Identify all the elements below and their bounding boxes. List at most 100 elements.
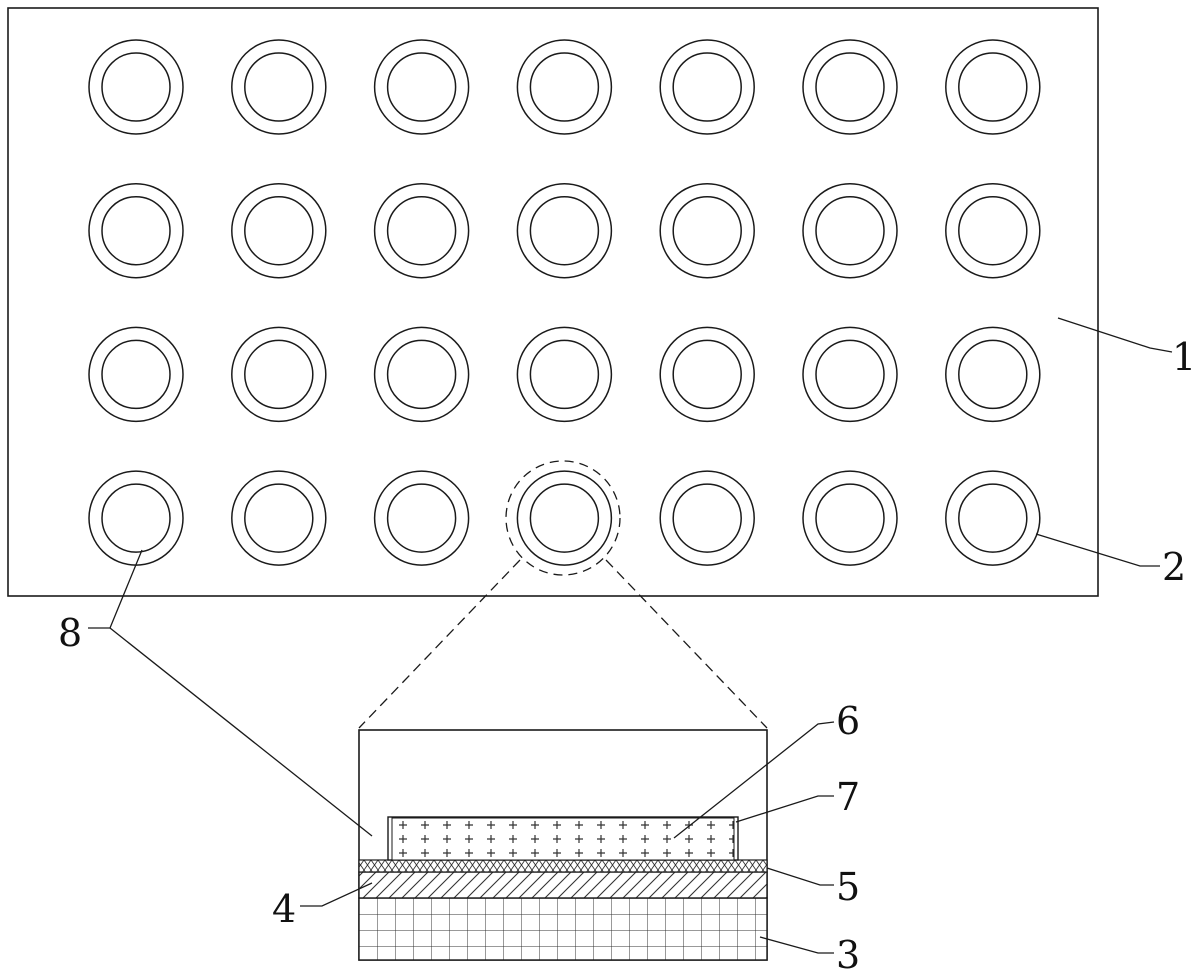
ring-2-3	[373, 182, 470, 279]
leader-lines	[88, 317, 1173, 954]
hatched-layer-4	[358, 871, 768, 899]
label-5: 5	[836, 865, 860, 909]
ring-outer-circle	[516, 470, 613, 566]
ring-outer-circle	[373, 39, 470, 135]
ring-1-7	[945, 39, 1041, 135]
ring-4-6	[802, 470, 898, 566]
ring-outer-circle	[231, 39, 327, 135]
label-3: 3	[836, 933, 860, 977]
ring-outer-circle	[802, 39, 898, 135]
ring-1-5	[659, 39, 755, 135]
substrate-layer-3	[358, 897, 768, 961]
ring-outer-circle	[659, 326, 755, 423]
ring-inner-circle	[672, 483, 742, 553]
ring-outer-circle	[373, 326, 470, 423]
ring-inner-circle	[101, 52, 171, 122]
ring-outer-circle	[516, 326, 613, 423]
leader-line-3	[759, 936, 834, 954]
detail-cross-section	[358, 729, 768, 961]
ring-2-2	[231, 182, 327, 279]
ring-inner-circle	[101, 339, 171, 410]
ring-inner-circle	[815, 52, 885, 122]
ring-outer-circle	[945, 326, 1041, 423]
ring-inner-circle	[386, 195, 457, 266]
ring-inner-circle	[244, 52, 314, 122]
ring-inner-circle	[672, 195, 742, 266]
leader-line-8-b	[109, 627, 373, 837]
ring-outer-circle	[945, 39, 1041, 135]
ring-outer-circle	[231, 182, 327, 279]
ring-grid	[88, 39, 1041, 566]
leader-line-6	[673, 721, 835, 839]
ring-3-4	[516, 326, 613, 423]
ring-outer-circle	[373, 182, 470, 279]
label-6: 6	[836, 699, 860, 743]
ring-outer-circle	[516, 182, 613, 279]
ring-inner-circle	[244, 339, 314, 410]
panel-outline	[7, 7, 1099, 597]
ring-inner-circle	[529, 339, 600, 410]
ring-4-3	[373, 470, 470, 566]
ring-outer-circle	[231, 470, 327, 566]
label-7: 7	[836, 775, 860, 819]
ring-4-7	[945, 470, 1041, 566]
ring-outer-circle	[88, 470, 184, 566]
ring-inner-circle	[244, 195, 314, 266]
label-2: 2	[1162, 545, 1186, 589]
ring-2-1	[88, 182, 184, 279]
ring-inner-circle	[529, 483, 600, 553]
ring-4-5	[659, 470, 755, 566]
label-8: 8	[58, 611, 82, 655]
ring-outer-circle	[802, 182, 898, 279]
ring-inner-circle	[529, 195, 600, 266]
ring-1-2	[231, 39, 327, 135]
projection-line-left	[358, 559, 521, 729]
detail-highlight-circle	[505, 460, 621, 576]
ring-outer-circle	[659, 470, 755, 566]
ring-2-4	[516, 182, 613, 279]
leader-line-1	[1057, 317, 1173, 353]
leader-line-4	[300, 882, 373, 907]
ring-1-3	[373, 39, 470, 135]
ring-outer-circle	[945, 470, 1041, 566]
ring-outer-circle	[88, 182, 184, 279]
leader-line-5	[766, 867, 834, 886]
ring-3-3	[373, 326, 470, 423]
ring-inner-circle	[815, 195, 885, 266]
leader-line-8-a	[88, 549, 143, 629]
ring-outer-circle	[231, 326, 327, 423]
ring-inner-circle	[529, 52, 600, 122]
ring-2-5	[659, 182, 755, 279]
ring-1-6	[802, 39, 898, 135]
ring-3-6	[802, 326, 898, 423]
ring-4-1	[88, 470, 184, 566]
ring-inner-circle	[101, 195, 171, 266]
ring-outer-circle	[88, 326, 184, 423]
ring-3-5	[659, 326, 755, 423]
ring-outer-circle	[802, 326, 898, 423]
ring-inner-circle	[958, 339, 1028, 410]
ring-inner-circle	[386, 52, 457, 122]
label-4: 4	[272, 887, 296, 931]
projection-line-right	[605, 559, 768, 729]
ring-1-1	[88, 39, 184, 135]
ring-inner-circle	[958, 483, 1028, 553]
ring-outer-circle	[659, 39, 755, 135]
ring-inner-circle	[958, 195, 1028, 266]
ring-2-7	[945, 182, 1041, 279]
leader-line-2	[1035, 533, 1160, 567]
ring-outer-circle	[88, 39, 184, 135]
ring-outer-circle	[516, 39, 613, 135]
ring-outer-circle	[659, 182, 755, 279]
ring-3-1	[88, 326, 184, 423]
crosshatch-layer-5	[358, 859, 768, 873]
ring-inner-circle	[386, 483, 457, 553]
ring-inner-circle	[672, 52, 742, 122]
leader-line-7	[735, 795, 834, 823]
ring-inner-circle	[101, 483, 171, 553]
ring-inner-circle	[244, 483, 314, 553]
ring-1-4	[516, 39, 613, 135]
ring-4-2	[231, 470, 327, 566]
ring-2-6	[802, 182, 898, 279]
